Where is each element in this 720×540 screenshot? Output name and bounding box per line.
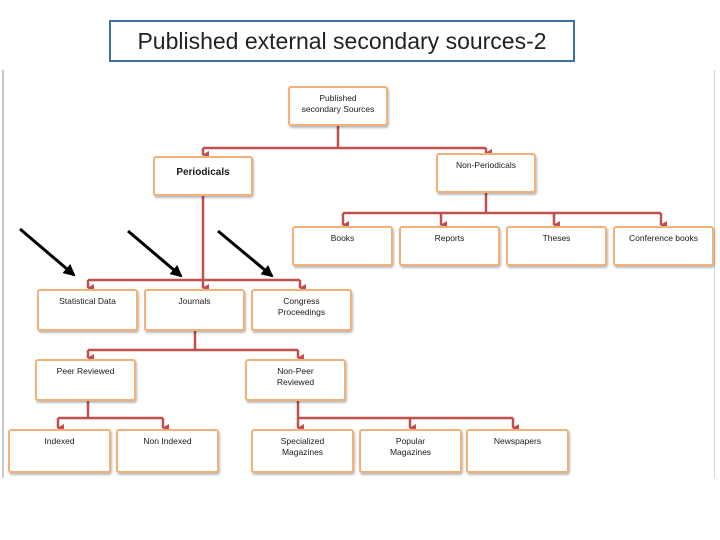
node-published-secondary-sources: Published secondary Sources (288, 86, 388, 126)
node-indexed: Indexed (8, 429, 111, 473)
node-non-peer-reviewed: Non-Peer Reviewed (245, 359, 346, 401)
node-newspapers: Newspapers (466, 429, 569, 473)
pointer-arrow-journals (127, 229, 183, 278)
node-non-periodicals: Non-Periodicals (436, 153, 536, 193)
node-periodicals: Periodicals (153, 156, 253, 196)
node-conference-books: Conference books (613, 226, 714, 266)
slide-title: Published external secondary sources-2 (109, 20, 575, 62)
node-congress-proceedings: Congress Proceedings (251, 289, 352, 331)
node-books: Books (292, 226, 393, 266)
node-theses: Theses (506, 226, 607, 266)
node-statistical-data: Statistical Data (37, 289, 138, 331)
pointer-arrow-congress (217, 229, 274, 278)
diagram-frame (2, 70, 715, 478)
node-popular-magazines: Popular Magazines (359, 429, 462, 473)
node-reports: Reports (399, 226, 500, 266)
node-journals: Journals (144, 289, 245, 331)
node-specialized-magazines: Specialized Magazines (251, 429, 354, 473)
pointer-arrow-statistical-data (19, 227, 76, 277)
node-non-indexed: Non Indexed (116, 429, 219, 473)
node-peer-reviewed: Peer Reviewed (35, 359, 136, 401)
